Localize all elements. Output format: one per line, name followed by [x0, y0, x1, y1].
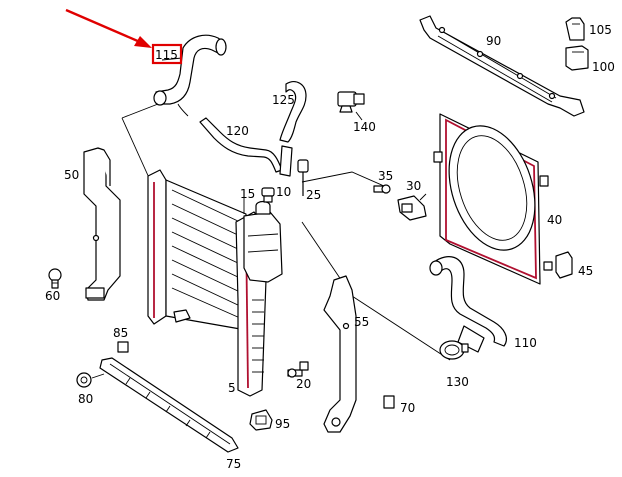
part-125-hose[interactable]	[279, 81, 307, 143]
label-75[interactable]: 75	[226, 457, 241, 471]
part-100-clip[interactable]	[565, 45, 589, 71]
part-35-screw[interactable]	[373, 184, 391, 194]
label-60[interactable]: 60	[45, 289, 60, 303]
label-125[interactable]: 125	[272, 93, 295, 107]
part-70-clip[interactable]	[383, 395, 395, 409]
part-55-side-bracket[interactable]	[323, 275, 357, 433]
part-5-radiator[interactable]	[147, 169, 267, 397]
label-130[interactable]: 130	[446, 375, 469, 389]
label-100[interactable]: 100	[592, 60, 615, 74]
part-80-grommet[interactable]	[76, 372, 105, 388]
label-140[interactable]: 140	[353, 120, 376, 134]
part-105-clip[interactable]	[565, 17, 585, 41]
part-15-cap[interactable]	[261, 187, 275, 203]
part-50-side-bracket[interactable]	[83, 147, 121, 301]
label-35[interactable]: 35	[378, 169, 393, 183]
label-50[interactable]: 50	[64, 168, 79, 182]
part-110-lower-hose[interactable]	[429, 256, 507, 353]
label-20[interactable]: 20	[296, 377, 311, 391]
label-40[interactable]: 40	[547, 213, 562, 227]
part-130-hose-clamp[interactable]	[439, 340, 469, 360]
part-45-clip[interactable]	[555, 251, 573, 279]
label-120[interactable]: 120	[226, 124, 249, 138]
label-95[interactable]: 95	[275, 417, 290, 431]
part-115-highlight-box	[151, 43, 183, 65]
label-70[interactable]: 70	[400, 401, 415, 415]
highlight-arrow	[65, 8, 152, 48]
label-55[interactable]: 55	[354, 315, 369, 329]
label-15[interactable]: 15	[240, 187, 255, 201]
part-75-lower-strip[interactable]	[99, 357, 239, 453]
part-120-hose[interactable]	[199, 117, 293, 177]
part-20-drain-bolt[interactable]	[287, 361, 309, 378]
label-80[interactable]: 80	[78, 392, 93, 406]
label-105[interactable]: 105	[589, 23, 612, 37]
label-10[interactable]: 10	[276, 185, 291, 199]
part-95-bracket[interactable]	[249, 409, 273, 431]
part-140-sensor[interactable]	[337, 91, 365, 121]
part-90-support-bar[interactable]	[419, 15, 585, 117]
label-85[interactable]: 85	[113, 326, 128, 340]
label-90[interactable]: 90	[486, 34, 501, 48]
part-115-upper-hose[interactable]	[121, 34, 227, 181]
label-110[interactable]: 110	[514, 336, 537, 350]
part-85-clip[interactable]	[117, 341, 129, 353]
label-115[interactable]: 115	[155, 48, 178, 62]
part-40-fan-shroud[interactable]	[433, 113, 553, 285]
label-25[interactable]: 25	[306, 188, 321, 202]
label-45[interactable]: 45	[578, 264, 593, 278]
coolant-expansion-tank[interactable]	[243, 198, 283, 283]
part-30-connector[interactable]	[397, 193, 427, 221]
label-30[interactable]: 30	[406, 179, 421, 193]
part-60-bolt[interactable]	[48, 268, 62, 289]
label-5[interactable]: 5	[228, 381, 236, 395]
